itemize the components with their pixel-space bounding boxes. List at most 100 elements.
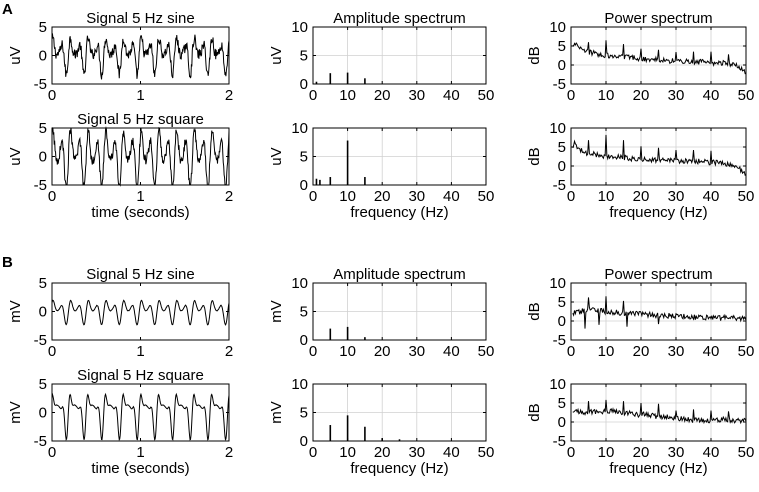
x-tick-label: 1	[136, 188, 144, 205]
y-tick-label: 5	[300, 304, 308, 321]
signal-line	[51, 299, 230, 326]
y-tick-label: 5	[300, 405, 308, 422]
y-axis-label: dB	[526, 302, 543, 320]
y-axis-label: mV	[7, 401, 24, 424]
y-axis-label: dB	[526, 147, 543, 165]
y-tick-label: 10	[549, 120, 566, 137]
x-tick-label: 0	[567, 444, 575, 461]
x-tick-label: 30	[668, 343, 685, 360]
x-tick-label: 2	[225, 188, 233, 205]
x-tick-label: 0	[309, 87, 317, 104]
x-tick-label: 2	[225, 444, 233, 461]
power-line	[572, 399, 747, 425]
y-tick-label: 0	[300, 433, 308, 450]
x-axis-label: frequency (Hz)	[609, 460, 707, 477]
x-tick-label: 0	[48, 188, 56, 205]
x-tick-label: 1	[136, 87, 144, 104]
y-tick-label: 0	[558, 158, 566, 175]
x-tick-label: 10	[339, 444, 356, 461]
y-tick-label: 0	[39, 304, 47, 321]
axes-box	[570, 383, 747, 442]
signal-line	[51, 33, 230, 80]
x-tick-label: 0	[48, 444, 56, 461]
x-tick-label: 0	[309, 188, 317, 205]
x-tick-label: 50	[738, 188, 755, 205]
y-tick-label: 0	[39, 149, 47, 166]
chart-title: Power spectrum	[604, 266, 712, 283]
x-axis-label: time (seconds)	[91, 460, 189, 477]
y-tick-label: 5	[558, 139, 566, 156]
x-tick-label: 40	[443, 188, 460, 205]
y-tick-label: 0	[300, 332, 308, 349]
x-tick-label: 1	[136, 343, 144, 360]
y-axis-label: uV	[7, 46, 24, 64]
x-tick-label: 10	[339, 87, 356, 104]
x-tick-label: 20	[633, 188, 650, 205]
x-axis-label: time (seconds)	[91, 204, 189, 221]
y-tick-label: 0	[558, 414, 566, 431]
x-tick-label: 20	[633, 87, 650, 104]
signal-line	[51, 126, 230, 187]
x-tick-label: 0	[48, 343, 56, 360]
x-tick-label: 10	[339, 343, 356, 360]
x-tick-label: 0	[567, 188, 575, 205]
signal-line	[51, 392, 230, 441]
chart-title: Power spectrum	[604, 10, 712, 27]
y-tick-label: 0	[558, 57, 566, 74]
x-tick-label: 50	[478, 188, 495, 205]
y-tick-label: -5	[34, 76, 47, 93]
y-tick-label: 5	[39, 275, 47, 292]
x-tick-label: 20	[374, 444, 391, 461]
y-axis-label: mV	[268, 300, 285, 323]
y-tick-label: 0	[300, 177, 308, 194]
y-tick-label: -5	[553, 76, 566, 93]
chart-title: Signal 5 Hz square	[77, 367, 204, 384]
x-tick-label: 40	[703, 87, 720, 104]
x-tick-label: 10	[598, 188, 615, 205]
y-tick-label: 5	[558, 38, 566, 55]
chart-title: Amplitude spectrum	[333, 10, 466, 27]
power-line	[572, 134, 747, 176]
x-tick-label: 30	[668, 87, 685, 104]
y-tick-label: 10	[549, 275, 566, 292]
x-tick-label: 40	[703, 188, 720, 205]
y-tick-label: -5	[553, 433, 566, 450]
y-tick-label: 10	[291, 120, 308, 137]
x-tick-label: 30	[408, 87, 425, 104]
y-axis-label: mV	[7, 300, 24, 323]
x-tick-label: 0	[567, 87, 575, 104]
x-tick-label: 40	[443, 444, 460, 461]
y-tick-label: -5	[34, 332, 47, 349]
x-tick-label: 20	[633, 343, 650, 360]
x-tick-label: 40	[443, 343, 460, 360]
y-tick-label: 0	[300, 76, 308, 93]
y-tick-label: 5	[558, 395, 566, 412]
panel-label-b: B	[2, 254, 13, 271]
y-axis-label: dB	[526, 403, 543, 421]
x-tick-label: 30	[668, 444, 685, 461]
axes-box	[570, 282, 747, 341]
x-tick-label: 50	[478, 343, 495, 360]
axes-box	[570, 127, 747, 186]
y-tick-label: -5	[34, 177, 47, 194]
y-axis-label: uV	[268, 46, 285, 64]
x-tick-label: 20	[633, 444, 650, 461]
x-tick-label: 2	[225, 343, 233, 360]
x-tick-label: 10	[598, 343, 615, 360]
y-tick-label: 0	[39, 48, 47, 65]
y-tick-label: 10	[549, 376, 566, 393]
y-tick-label: -5	[34, 433, 47, 450]
x-tick-label: 30	[408, 444, 425, 461]
x-tick-label: 10	[339, 188, 356, 205]
x-axis-label: frequency (Hz)	[350, 204, 448, 221]
x-tick-label: 30	[408, 343, 425, 360]
axes-box	[570, 26, 747, 85]
